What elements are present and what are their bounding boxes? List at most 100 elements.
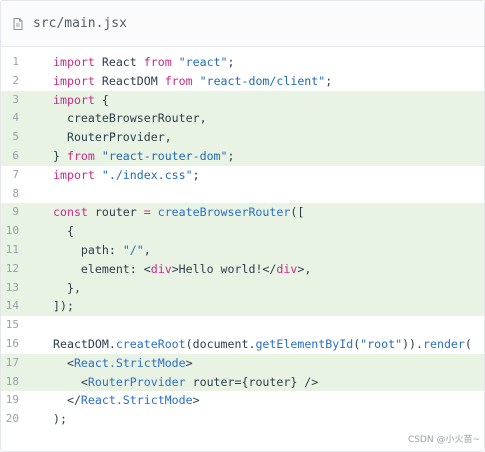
code-token: createBrowserRouter: [150, 205, 291, 220]
code-token: import: [53, 73, 95, 88]
code-token: >: [192, 393, 200, 408]
code-token: ([: [290, 205, 305, 220]
code-token: "./index.css": [94, 167, 193, 182]
code-token: />: [297, 374, 319, 389]
code-text: element: <div>Hello world!</div>,: [53, 260, 311, 279]
line-number: 8: [12, 186, 19, 200]
code-text: import "./index.css";: [53, 166, 200, 185]
code-token: </: [53, 393, 81, 408]
code-token: render: [423, 336, 465, 351]
code-token: "react": [171, 55, 228, 69]
code-token: ,: [143, 242, 151, 257]
code-token: React.StrictMode: [80, 393, 193, 408]
line-number: 20: [5, 412, 19, 426]
code-text: RouterProvider,: [53, 128, 172, 147]
code-text: import {: [53, 91, 109, 110]
code-token: {router}: [241, 374, 298, 389]
code-text: } from "react-router-dom";: [53, 147, 235, 166]
code-line: 8: [1, 185, 484, 204]
code-token: router: [87, 205, 144, 220]
code-token: (: [353, 336, 361, 351]
code-token: getElementById: [255, 336, 354, 351]
file-name: src/main.jsx: [33, 16, 127, 31]
code-token: ;: [192, 167, 200, 182]
code-line: 17 <React.StrictMode>: [1, 353, 484, 373]
code-line: 5 RouterProvider,: [1, 128, 484, 147]
code-line: 4 createBrowserRouter,: [1, 109, 484, 129]
code-token: );: [53, 412, 67, 427]
code-token: <: [53, 355, 74, 370]
code-token: from: [143, 55, 172, 69]
code-token: )).: [402, 336, 424, 351]
code-token: <: [53, 374, 88, 389]
code-text: const router = createBrowserRouter([: [53, 203, 304, 222]
code-token: from: [164, 73, 193, 88]
code-text: import ReactDOM from "react-dom/client";: [53, 72, 332, 91]
line-number: 12: [5, 261, 19, 275]
code-token: from: [66, 148, 95, 163]
line-number: 10: [5, 224, 19, 238]
code-token: RouterProvider: [87, 374, 186, 389]
code-text: },: [53, 279, 81, 298]
code-text: <React.StrictMode>: [53, 354, 193, 373]
code-line: 6} from "react-router-dom";: [1, 146, 484, 166]
line-number: 4: [12, 111, 19, 125]
code-token: router=: [185, 374, 242, 389]
code-token: (: [464, 336, 472, 351]
code-token: div: [150, 261, 172, 276]
code-token: import: [53, 55, 95, 69]
line-number: 11: [5, 242, 19, 256]
line-number: 14: [5, 299, 19, 313]
code-line: 7 import "./index.css";: [1, 166, 484, 185]
file-header: src/main.jsx: [1, 1, 484, 47]
line-number: 7: [12, 167, 19, 181]
code-token: "root": [360, 336, 403, 351]
code-token: {: [94, 92, 109, 107]
line-number: 9: [12, 205, 19, 219]
code-text: <RouterProvider router={router} />: [53, 373, 318, 392]
code-token: div: [276, 261, 298, 276]
code-token: React.StrictMode: [73, 355, 186, 370]
line-number: 15: [5, 318, 19, 332]
code-line: 12 element: <div>Hello world!</div>,: [1, 259, 484, 279]
code-token: ;: [227, 55, 235, 69]
code-text: import React from "react";: [53, 53, 235, 72]
code-token: }: [53, 148, 67, 163]
line-number: 18: [5, 374, 19, 388]
code-token: (: [185, 336, 193, 351]
line-number: 6: [12, 148, 19, 162]
code-line: 11 path: "/",: [1, 240, 484, 260]
code-line: 9 const router = createBrowserRouter([: [1, 203, 484, 223]
code-token: import: [53, 92, 95, 107]
code-text: createBrowserRouter,: [53, 109, 207, 128]
code-text: ]);: [53, 297, 74, 316]
code-token: {: [53, 224, 74, 239]
watermark: CSDN @小火苗~: [407, 435, 480, 445]
code-token: RouterProvider,: [53, 130, 172, 145]
code-line: 19 </React.StrictMode>: [1, 391, 484, 410]
code-token: },: [53, 280, 81, 295]
code-token: createBrowserRouter,: [53, 111, 207, 126]
code-token: ReactDOM.: [53, 336, 116, 351]
code-token: ;: [227, 148, 235, 163]
code-text: ReactDOM.createRoot(document.getElementB…: [53, 335, 472, 354]
code-token: ReactDOM: [94, 73, 165, 88]
code-line: 20);: [1, 410, 484, 429]
code-token: >: [185, 355, 193, 370]
code-line: 14]);: [1, 297, 484, 317]
code-line: 10 {: [1, 222, 484, 241]
code-token: createRoot: [115, 336, 186, 351]
code-text: </React.StrictMode>: [53, 391, 200, 410]
code-line: 15: [1, 316, 484, 335]
code-token: document.: [192, 336, 256, 351]
line-number: 5: [12, 130, 19, 144]
code-token: import: [53, 167, 95, 182]
code-token: "react-dom/client": [192, 73, 326, 88]
line-number: 19: [5, 393, 19, 407]
code-token: ]);: [53, 299, 74, 314]
code-token: "react-router-dom": [94, 148, 228, 163]
